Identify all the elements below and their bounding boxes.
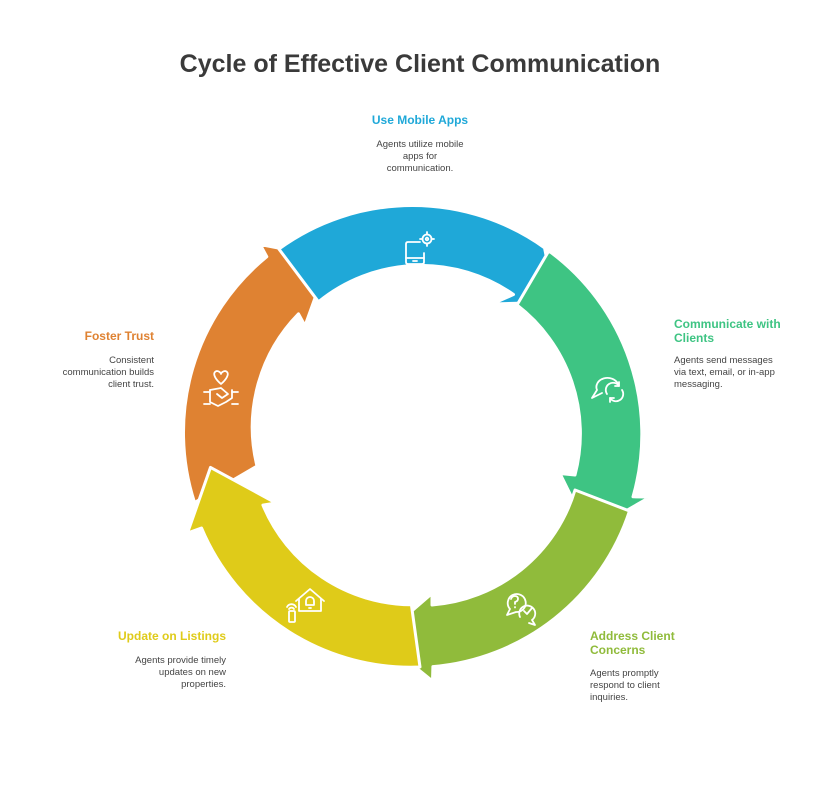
green-arrow-segment bbox=[515, 249, 652, 534]
description-line: Agents utilize mobile bbox=[376, 139, 464, 150]
description-line: Agents promptly bbox=[590, 668, 659, 679]
step-description-address-client-concerns: Agents promptly respond to client inquir… bbox=[590, 668, 740, 704]
step-heading-communicate-with-clients: Communicate with Clients bbox=[674, 317, 824, 345]
page-title: Cycle of Effective Client Communication bbox=[179, 50, 661, 78]
description-line: messaging. bbox=[674, 379, 723, 390]
step-description-use-mobile-apps: Agents utilize mobile apps for communica… bbox=[320, 139, 520, 175]
description-line: Agents provide timely bbox=[135, 655, 226, 666]
step-heading-use-mobile-apps: Use Mobile Apps bbox=[371, 113, 469, 127]
orange-arrow-segment bbox=[182, 243, 331, 505]
description-line: Consistent bbox=[109, 355, 154, 366]
description-line: updates on new bbox=[158, 667, 226, 678]
description-line: properties. bbox=[181, 679, 226, 690]
step-heading-foster-trust: Foster Trust bbox=[84, 329, 154, 343]
heading-line: Address Client bbox=[590, 629, 675, 643]
description-line: Agents send messages bbox=[674, 355, 773, 366]
step-description-foster-trust: Consistent communication builds client t… bbox=[4, 355, 154, 391]
handshake-heart-icon bbox=[203, 370, 239, 407]
question-check-chat-icon bbox=[506, 593, 537, 626]
chat-refresh-icon bbox=[591, 377, 625, 403]
lime-arrow-segment bbox=[378, 488, 631, 683]
blue-arrow-segment bbox=[277, 204, 557, 306]
smartphone-gear-icon bbox=[405, 231, 435, 265]
step-heading-address-client-concerns: Address Client Concerns bbox=[590, 629, 740, 657]
heading-line: Concerns bbox=[590, 643, 646, 657]
description-line: respond to client bbox=[590, 680, 660, 691]
step-description-update-on-listings: Agents provide timely updates on new pro… bbox=[76, 655, 226, 691]
heading-line: Clients bbox=[674, 331, 715, 345]
heading-line: Communicate with bbox=[674, 317, 781, 331]
description-line: inquiries. bbox=[590, 692, 629, 703]
smart-home-notification-icon bbox=[286, 588, 325, 623]
description-line: via text, email, or in-app bbox=[674, 367, 775, 378]
yellow-arrow-segment bbox=[186, 465, 422, 669]
description-line: client trust. bbox=[108, 379, 154, 390]
description-line: communication builds bbox=[62, 367, 154, 378]
step-heading-update-on-listings: Update on Listings bbox=[118, 629, 226, 643]
step-description-communicate-with-clients: Agents send messages via text, email, or… bbox=[674, 355, 824, 391]
description-line: apps for bbox=[402, 151, 438, 162]
description-line: communication. bbox=[386, 163, 454, 174]
